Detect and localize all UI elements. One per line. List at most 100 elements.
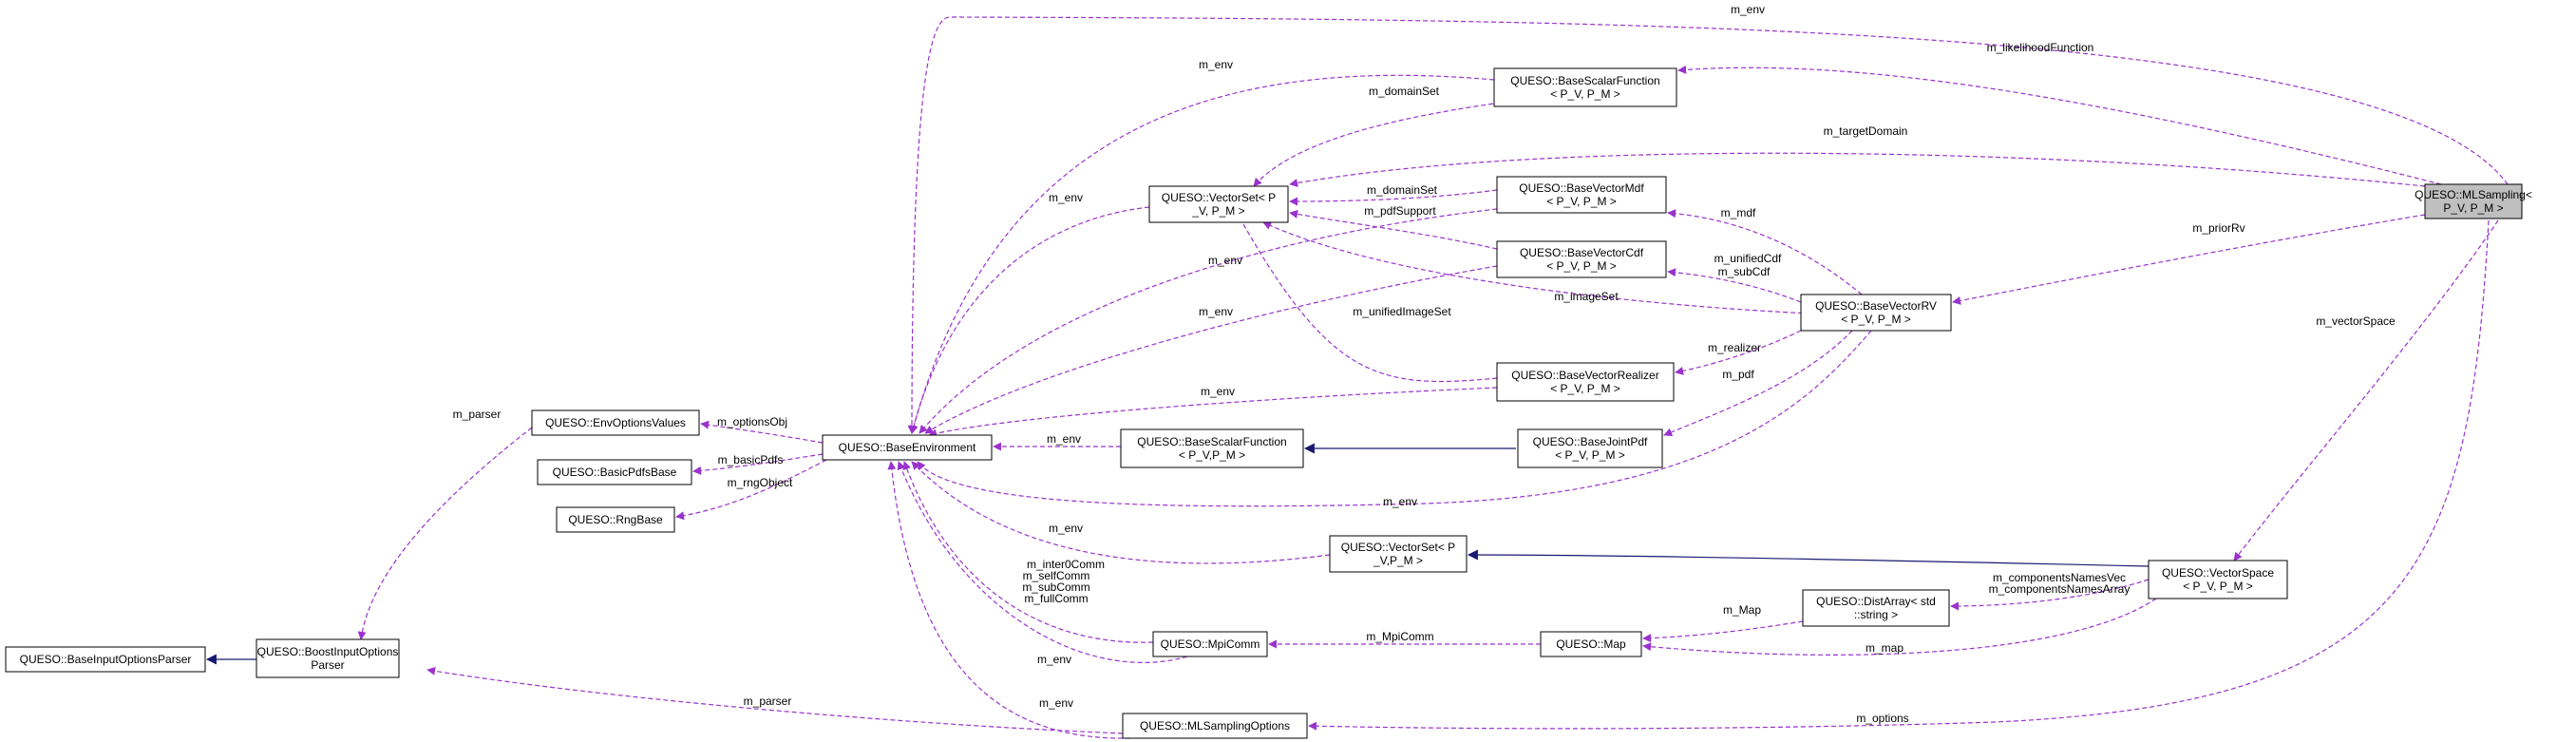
class-node-label: QUESO::MLSamplingOptions [1140, 719, 1290, 732]
class-node-box [556, 506, 675, 533]
edge-label-m-domain-set-mdf: m_domainSet [1367, 183, 1438, 197]
class-node-label: QUESO::EnvOptionsValues [545, 416, 686, 429]
dependency-edge-m-unified-image-set [1234, 208, 1498, 383]
class-node-base-input-options-parser[interactable]: QUESO::BaseInputOptionsParser [5, 646, 206, 673]
edge-label-m-env-vs: m_env [1049, 191, 1083, 204]
dependency-edge-m-vector-space [2233, 219, 2499, 561]
class-node-label: < P_V, P_M > [1550, 382, 1620, 395]
edge-label-m-domain-set-bsf: m_domainSet [1369, 85, 1440, 98]
class-node-dist-array[interactable]: QUESO::DistArray< std::string > [1802, 589, 1950, 627]
dependency-edge-m-image-set [1262, 221, 1811, 314]
class-node-box [1517, 428, 1663, 468]
class-node-env-options-values[interactable]: QUESO::EnvOptionsValues [531, 409, 700, 436]
edge-label-m-unified-image-set: m_unifiedImageSet [1353, 305, 1451, 318]
class-node-base-scalar-function-mid[interactable]: QUESO::BaseScalarFunction< P_V,P_M > [1120, 428, 1304, 468]
dependency-edge-m-options-obj [700, 420, 824, 444]
edge-label-m-realizer: m_realizer [1708, 341, 1761, 354]
class-node-label: QUESO::BaseEnvironment [839, 441, 976, 454]
class-node-label: < P_V,P_M > [1179, 448, 1245, 462]
dependency-edge-m-parser-eov [357, 427, 533, 640]
edge-label-m-mpi-comm: m_MpiComm [1366, 630, 1433, 643]
dependency-edge-m-env-vs [909, 206, 1150, 434]
class-node-base-vector-cdf[interactable]: QUESO::BaseVectorCdf< P_V, P_M > [1496, 240, 1667, 278]
class-node-label: QUESO::MLSampling< [2415, 188, 2532, 201]
class-node-mlsampling-options[interactable]: QUESO::MLSamplingOptions [1122, 713, 1308, 739]
edge-label-m-parser-eov: m_parser [453, 408, 502, 421]
edge-label-m-env-top: m_env [1731, 3, 1765, 16]
dependency-edge-m-env-top [907, 16, 2509, 434]
edge-layer [205, 16, 2509, 739]
class-node-base-environment[interactable]: QUESO::BaseEnvironment [822, 434, 993, 461]
class-node-box [2148, 560, 2288, 599]
edge-label-m-sub-cdf: m_subCdf [1718, 265, 1771, 278]
dependency-edge-m-map-dist [1642, 620, 1804, 643]
inheritance-edge-37 [1467, 549, 2150, 567]
class-node-label: QUESO::BaseVectorCdf [1520, 246, 1644, 259]
edge-label-m-env-bsf: m_env [1199, 58, 1233, 71]
class-node-map[interactable]: QUESO::Map [1540, 631, 1642, 657]
edge-label-m-image-set: m_imageSet [1554, 290, 1619, 303]
class-node-label: < P_V, P_M > [1546, 259, 1617, 273]
class-node-vector-space[interactable]: QUESO::VectorSpace< P_V, P_M > [2148, 560, 2288, 599]
dependency-edge-m-inter0-comm [902, 461, 1154, 643]
class-node-label: QUESO::BaseInputOptionsParser [20, 653, 192, 666]
class-node-box [1496, 362, 1675, 402]
class-node-box [1120, 428, 1304, 468]
edge-label-m-basic-pdfs: m_basicPdfs [718, 453, 784, 466]
class-node-label: < P_V, P_M > [1550, 87, 1620, 101]
class-node-label: < P_V, P_M > [1555, 448, 1625, 462]
dependency-edge-m-env-bsf [909, 74, 1495, 434]
class-node-box [1152, 631, 1268, 657]
class-node-vector-set-top[interactable]: QUESO::VectorSet< P_V, P_M > [1148, 185, 1289, 223]
dependency-edge-m-mdf [1667, 209, 1863, 295]
class-node-mlsampling[interactable]: QUESO::MLSampling<P_V, P_M > [2415, 183, 2532, 219]
class-node-base-scalar-function-top[interactable]: QUESO::BaseScalarFunction< P_V, P_M > [1493, 67, 1677, 107]
class-node-label: QUESO::BoostInputOptions [257, 645, 399, 658]
class-node-base-vector-mdf[interactable]: QUESO::BaseVectorMdf< P_V, P_M > [1496, 176, 1667, 214]
edge-label-m-env-mpi: m_env [1037, 653, 1071, 666]
class-node-box [1148, 185, 1289, 223]
dependency-edge-m-pdf-support [1289, 209, 1498, 250]
class-node-base-joint-pdf[interactable]: QUESO::BaseJointPdf< P_V, P_M > [1517, 428, 1663, 468]
dependency-edge-m-unified-cdf [1667, 268, 1802, 303]
edge-label-m-components-names-vec: m_componentsNamesVec [1993, 571, 2126, 584]
class-node-base-vector-realizer[interactable]: QUESO::BaseVectorRealizer< P_V, P_M > [1496, 362, 1675, 402]
edge-label-m-env-vs-mid: m_env [1049, 522, 1083, 535]
edge-label-m-rng-object: m_rngObject [728, 476, 793, 489]
class-node-box [1496, 176, 1667, 214]
class-node-rng-base[interactable]: QUESO::RngBase [556, 506, 675, 533]
edge-label-m-vector-space: m_vectorSpace [2316, 314, 2396, 328]
class-node-box [1329, 535, 1468, 573]
class-node-label: QUESO::Map [1556, 637, 1626, 651]
class-node-label: QUESO::BaseScalarFunction [1510, 74, 1659, 87]
class-node-basic-pdfs-base[interactable]: QUESO::BasicPdfsBase [537, 459, 692, 485]
dependency-edge-m-env-rv [917, 330, 1872, 507]
dependency-edge-m-prior-rv [1952, 214, 2426, 305]
class-node-label: < P_V, P_M > [1546, 195, 1617, 208]
class-node-label: ::string > [1854, 608, 1898, 621]
edge-label-m-unified-cdf: m_unifiedCdf [1714, 252, 1782, 265]
edge-label-m-prior-rv: m_priorRv [2192, 221, 2245, 235]
class-node-vector-set-mid[interactable]: QUESO::VectorSet< P_V,P_M > [1329, 535, 1468, 573]
class-node-label: QUESO::MpiComm [1161, 637, 1260, 651]
class-node-label: < P_V, P_M > [1841, 313, 1911, 326]
edge-label-m-sub-comm: m_subComm [1022, 580, 1089, 594]
class-node-box [1802, 589, 1950, 627]
class-node-label: QUESO::BaseScalarFunction [1137, 435, 1286, 448]
dependency-edge-m-target-domain [1289, 152, 2426, 187]
class-node-base-vector-rv[interactable]: QUESO::BaseVectorRV< P_V, P_M > [1800, 294, 1952, 332]
class-node-mpi-comm[interactable]: QUESO::MpiComm [1152, 631, 1268, 657]
dependency-edge-m-components-names-vec [1950, 579, 2150, 611]
edge-label-m-env-cdf: m_env [1199, 305, 1233, 318]
class-node-label: QUESO::BasicPdfsBase [553, 466, 677, 479]
class-node-box [1493, 67, 1677, 107]
class-node-box [1540, 631, 1642, 657]
dependency-edge-m-parser-opts [426, 666, 1124, 734]
dependency-edge-m-basic-pdfs [692, 453, 824, 475]
class-node-label: Parser [311, 658, 344, 672]
dependency-edge-m-domain-set-mdf [1289, 189, 1498, 206]
class-node-label: QUESO::BaseVectorRealizer [1511, 369, 1658, 382]
edge-label-m-target-domain: m_targetDomain [1824, 124, 1908, 138]
